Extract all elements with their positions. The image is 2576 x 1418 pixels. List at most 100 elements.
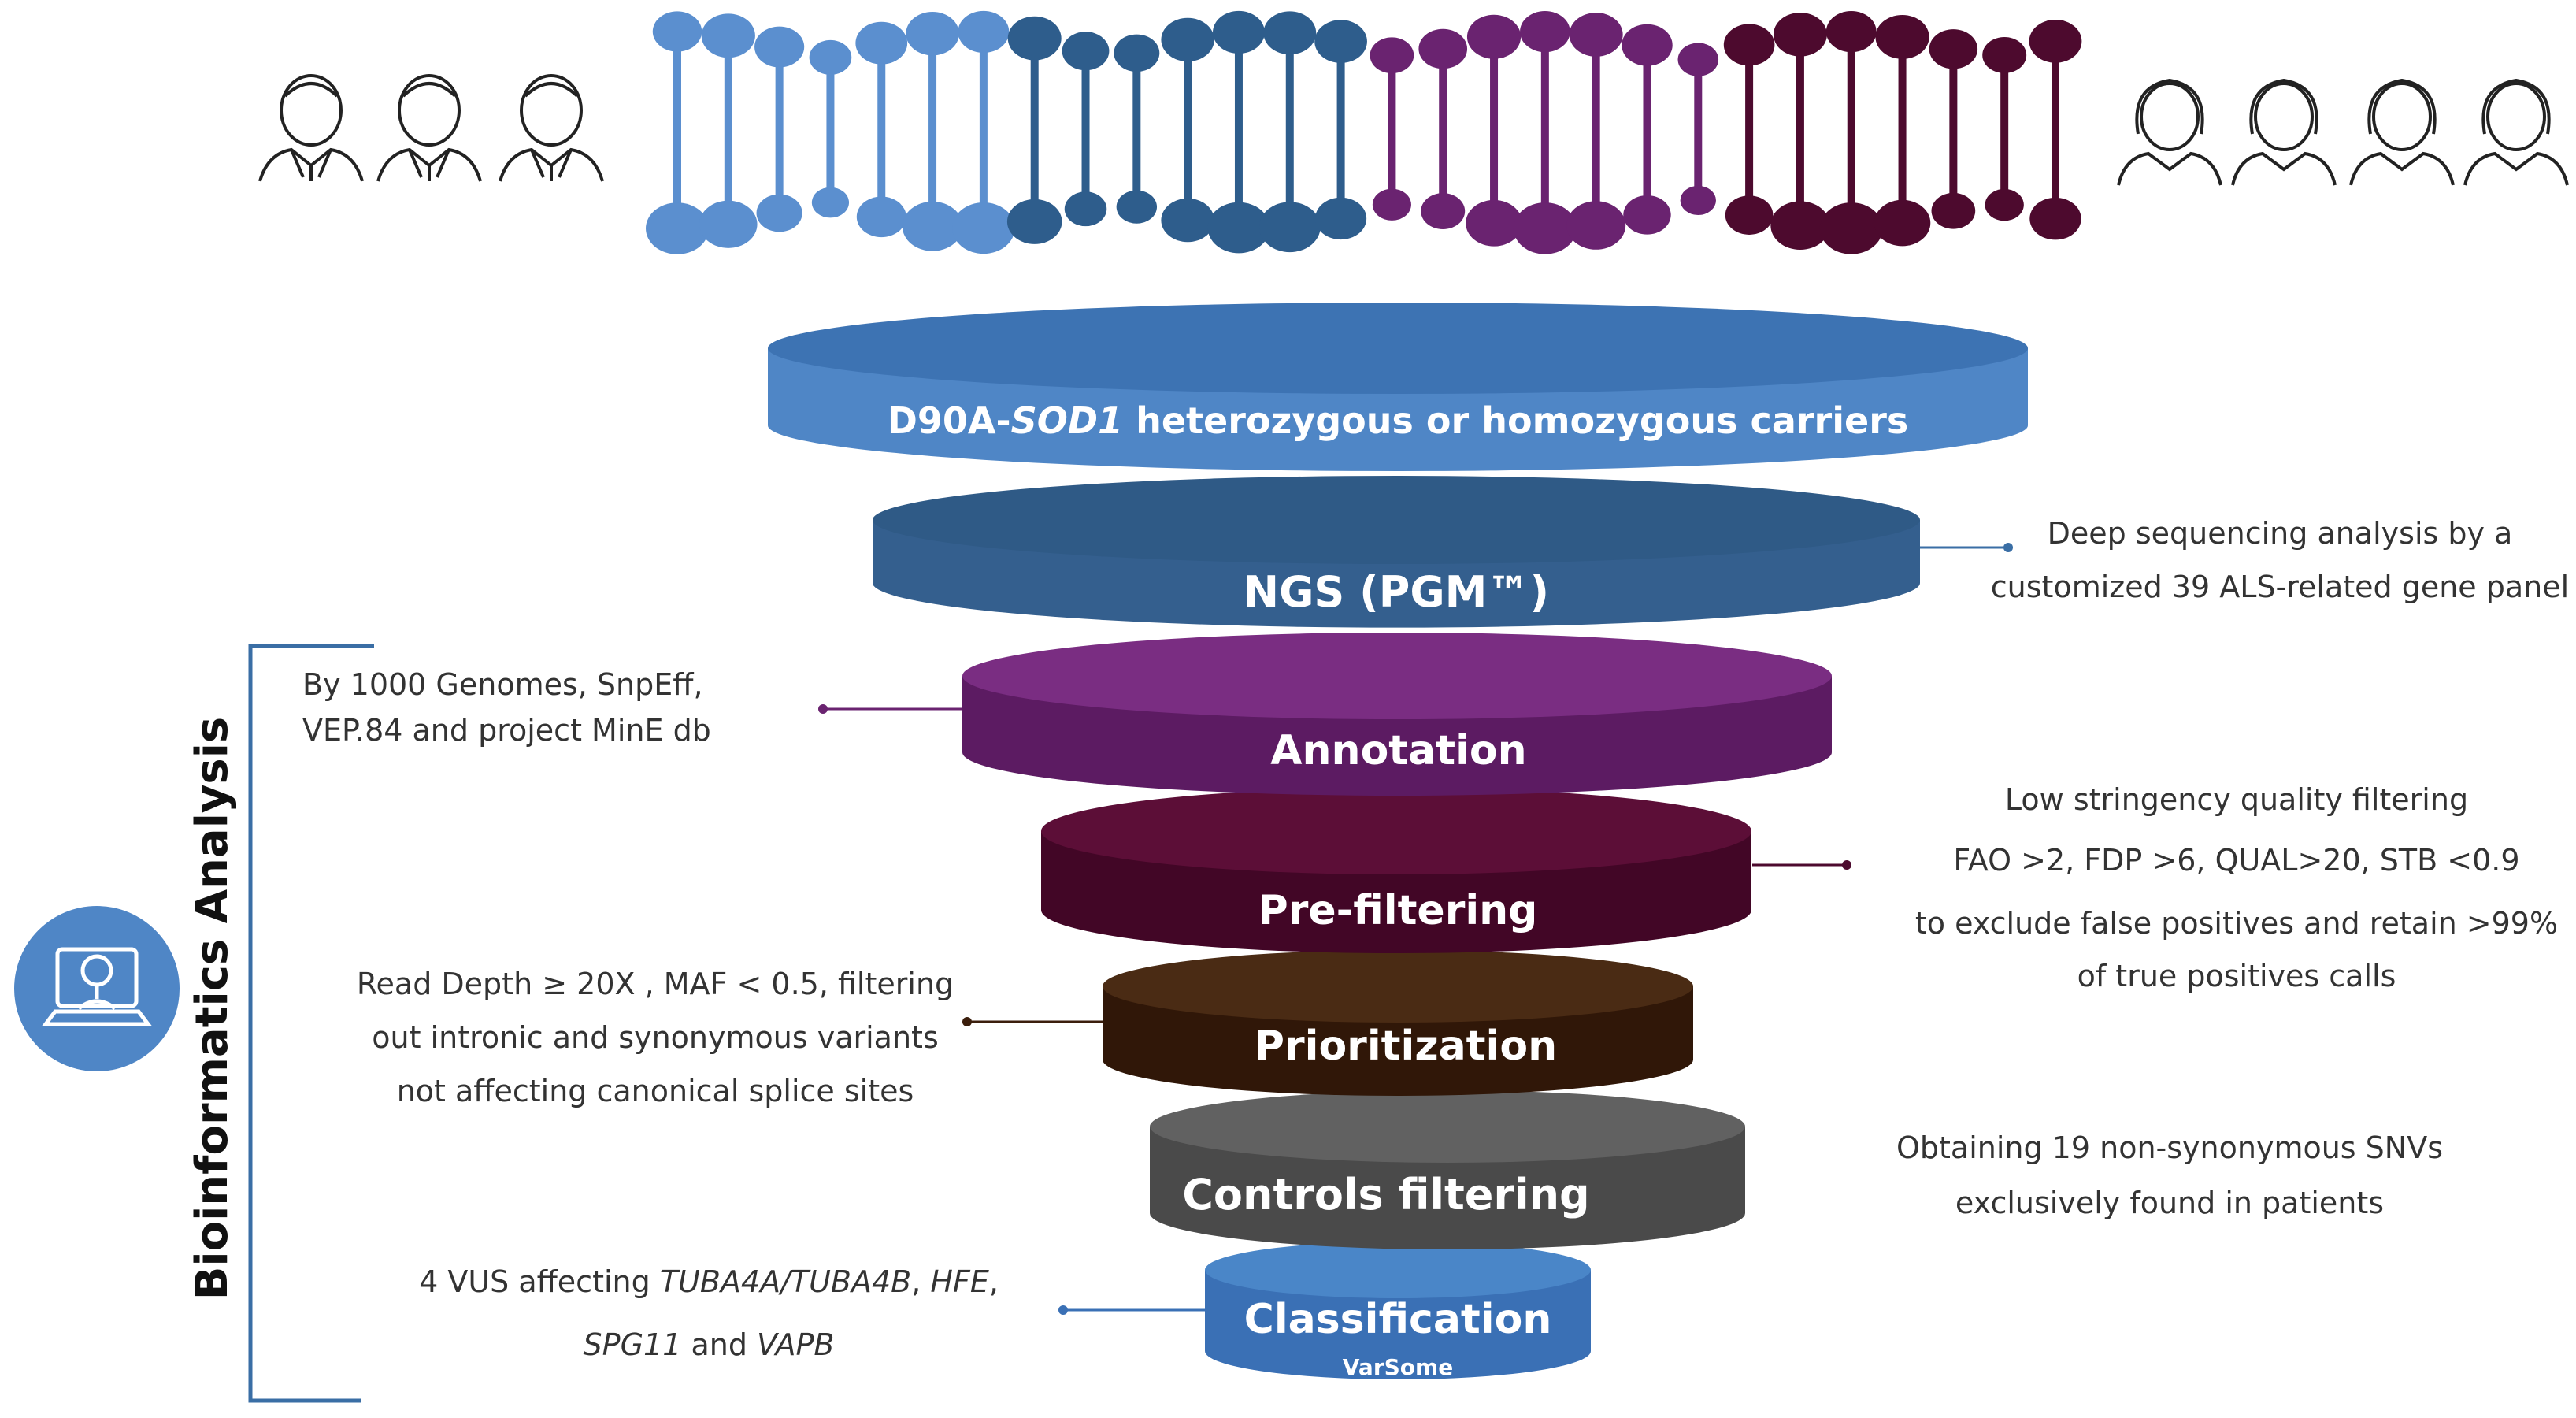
prioritization-note-line-2: out intronic and synonymous variants: [372, 1020, 939, 1055]
dna-node: [1370, 37, 1414, 74]
classification-note-line-1: 4 VUS affecting TUBA4A/TUBA4B, HFE,: [419, 1264, 999, 1299]
male-person-icon: [376, 74, 482, 182]
dna-node: [1520, 10, 1570, 53]
stage-prioritization-top: [1103, 950, 1693, 1023]
dna-node: [1064, 191, 1107, 227]
classification-note-line-2: SPG11 and VAPB: [584, 1327, 835, 1362]
dna-node: [1677, 43, 1719, 76]
ngs-note-line-1: Deep sequencing analysis by a: [2048, 516, 2513, 551]
dna-node: [1825, 10, 1877, 53]
dna-node: [1314, 20, 1367, 63]
dna-node: [1466, 14, 1522, 59]
dna-node: [756, 194, 802, 232]
dna-node: [1315, 197, 1367, 240]
ngs-dot: [2003, 543, 2013, 552]
dna-helix-icon: [646, 10, 2082, 254]
dna-node: [1161, 198, 1214, 243]
dna-node: [1466, 199, 1522, 247]
dna-node: [902, 201, 963, 251]
dna-node: [646, 202, 709, 254]
stage-controls-filtering: Controls filtering: [1150, 1090, 1745, 1249]
prefilter-note-line-4: of true positives calls: [2077, 959, 2396, 993]
dna-node: [1566, 201, 1626, 250]
stage-classification-sublabel: VarSome: [1343, 1354, 1453, 1380]
male-person-icon: [499, 74, 604, 182]
stage-annotation-label: Annotation: [1270, 727, 1526, 774]
dna-node: [1622, 24, 1673, 66]
dna-node: [1819, 202, 1883, 254]
dna-node: [811, 187, 850, 218]
ngs-note: Deep sequencing analysis by a customized…: [1991, 516, 2569, 604]
dna-node: [1212, 10, 1265, 54]
controls-note-line-1: Obtaining 19 non-synonymous SNVs: [1896, 1130, 2443, 1165]
bioinformatics-label: Bioinformatics Analysis: [187, 717, 238, 1301]
prefilter-note: Low stringency quality filtering FAO >2,…: [1915, 782, 2558, 993]
dna-node: [699, 200, 758, 248]
stage-controls-label: Controls filtering: [1182, 1170, 1589, 1219]
dna-node: [1421, 193, 1466, 229]
stage-carriers: D90A-SOD1 heterozygous or homozygous car…: [768, 303, 2028, 471]
dna-node: [1982, 37, 2027, 73]
dna-node: [1874, 199, 1931, 247]
prefilter-note-line-1: Low stringency quality filtering: [2005, 782, 2468, 817]
classification-note: 4 VUS affecting TUBA4A/TUBA4B, HFE, SPG1…: [419, 1264, 999, 1362]
stage-ngs: NGS (PGM™): [873, 476, 1920, 628]
dna-node: [1985, 188, 2024, 221]
female-person-icon: [2349, 78, 2455, 186]
female-person-icon: [2231, 78, 2337, 186]
dna-node: [1114, 34, 1160, 72]
dna-node: [958, 10, 1010, 54]
prioritization-note: Read Depth ≥ 20X , MAF < 0.5, filtering …: [357, 967, 954, 1108]
male-person-icon: [258, 74, 364, 182]
dna-node: [1116, 190, 1158, 224]
dna-node: [1680, 185, 1716, 215]
dna-node: [1372, 188, 1411, 221]
prioritization-dot: [962, 1017, 972, 1026]
dna-node: [1007, 16, 1062, 61]
stage-prefilter-top: [1041, 788, 1751, 874]
stage-pre-filtering: Pre-filtering: [1041, 788, 1751, 953]
male-people-group: [258, 74, 604, 182]
laptop-search-icon: [14, 906, 180, 1071]
dna-node: [2029, 19, 2082, 63]
dna-node: [1258, 202, 1321, 253]
dna-node: [754, 26, 805, 68]
annotation-note-line-1: By 1000 Genomes, SnpEff,: [302, 667, 703, 702]
dna-node: [1725, 195, 1774, 235]
dna-node: [1207, 202, 1270, 254]
stage-classification-label: Classification: [1244, 1296, 1552, 1343]
controls-note-line-2: exclusively found in patients: [1955, 1186, 2384, 1220]
dna-node: [1006, 199, 1062, 244]
dna-node: [856, 196, 906, 238]
classification-dot: [1058, 1305, 1068, 1315]
dna-node: [855, 21, 908, 65]
prioritization-note-line-1: Read Depth ≥ 20X , MAF < 0.5, filtering: [357, 967, 954, 1001]
stage-carriers-top: [768, 303, 2028, 394]
stage-annotation-top: [962, 633, 1832, 719]
female-people-group: [2117, 78, 2569, 186]
dna-node: [2029, 197, 2081, 240]
annotation-note-line-2: VEP.84 and project MinE db: [302, 713, 711, 748]
dna-node: [1161, 17, 1214, 62]
dna-node: [1513, 202, 1577, 254]
dna-node: [952, 202, 1015, 254]
stage-prioritization: Prioritization: [1103, 950, 1693, 1096]
stage-controls-top: [1150, 1090, 1745, 1163]
dna-node: [1770, 201, 1830, 251]
stage-classification-top: [1205, 1242, 1591, 1298]
dna-node: [1263, 11, 1317, 55]
annotation-dot: [818, 704, 828, 714]
prefilter-note-line-2: FAO >2, FDP >6, QUAL>20, STB <0.9: [1953, 843, 2519, 878]
dna-node: [1623, 195, 1671, 235]
dna-node: [1723, 24, 1775, 66]
prefilter-note-line-3: to exclude false positives and retain >9…: [1915, 906, 2558, 941]
stage-ngs-top: [873, 476, 1920, 564]
dna-node: [1929, 29, 1978, 69]
dna-node: [652, 11, 702, 52]
prioritization-note-line-3: not affecting canonical splice sites: [397, 1074, 914, 1108]
annotation-note: By 1000 Genomes, SnpEff, VEP.84 and proj…: [302, 667, 711, 748]
ngs-note-line-2: customized 39 ALS-related gene panel: [1991, 570, 2569, 604]
stage-prefilter-label: Pre-filtering: [1258, 887, 1538, 934]
dna-node: [1875, 14, 1929, 59]
